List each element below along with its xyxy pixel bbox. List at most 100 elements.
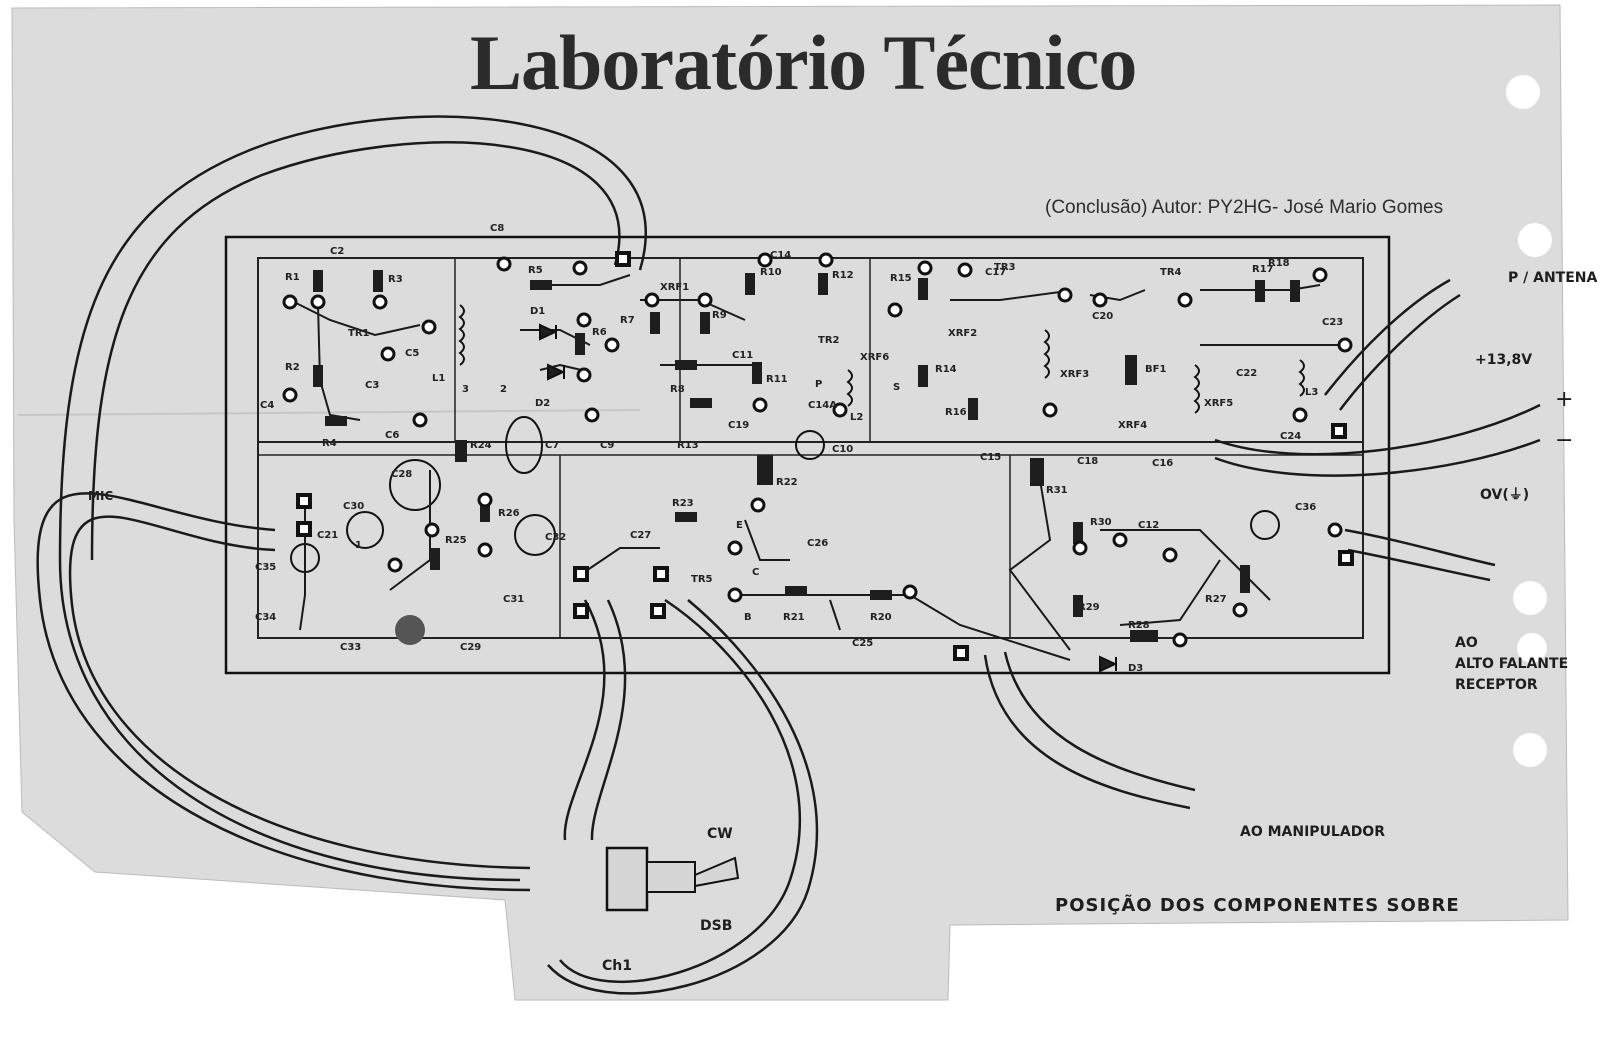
pad	[1232, 602, 1248, 618]
choke-label-xrf3: XRF3	[1060, 369, 1089, 380]
r16-resistor	[968, 398, 978, 420]
cw-cable-inner	[590, 599, 627, 841]
switch-name-label: Ch1	[602, 958, 632, 974]
resistor-label-r4: R4	[322, 438, 337, 449]
pad	[917, 260, 933, 276]
coil-label-l1: L1	[432, 373, 445, 384]
resistor-label-r24: R24	[470, 440, 492, 451]
resistor-label-r3: R3	[388, 274, 403, 285]
pad	[644, 292, 660, 308]
r3-resistor	[373, 270, 383, 292]
r26-resistor	[480, 500, 490, 522]
pad	[421, 319, 437, 335]
resistor-label-r21: R21	[783, 612, 805, 623]
transistor-label-tr4: TR4	[1160, 267, 1182, 278]
capacitor-label-c36: C36	[1295, 502, 1316, 513]
r29-resistor	[1073, 595, 1083, 617]
transistor-label-tr5: TR5	[691, 574, 713, 585]
r2-resistor	[313, 365, 323, 387]
pad	[496, 256, 512, 272]
diode-label-d3: D3	[1128, 663, 1143, 674]
resistor-label-r11: R11	[766, 374, 788, 385]
r7-resistor	[650, 312, 660, 334]
speaker-cable	[1344, 528, 1496, 567]
d1-diode	[539, 323, 558, 341]
r25-resistor	[430, 548, 440, 570]
resistor-label-r27: R27	[1205, 594, 1227, 605]
terminal	[953, 645, 969, 661]
pad	[752, 397, 768, 413]
pad	[412, 412, 428, 428]
capacitor-label-c11: C11	[732, 350, 753, 361]
pad	[957, 262, 973, 278]
r12-resistor	[818, 273, 828, 295]
r15-resistor	[918, 278, 928, 300]
c28-capacitor-body	[389, 459, 441, 511]
resistor-label-r31: R31	[1046, 485, 1068, 496]
resistor-label-r15: R15	[890, 273, 912, 284]
key-cable	[983, 654, 1191, 810]
minus-label: −	[1555, 428, 1574, 453]
resistor-label-r13: R13	[677, 440, 699, 451]
dsb-cable	[559, 598, 802, 983]
mic-cable	[36, 492, 531, 892]
resistor-label-r8: R8	[670, 384, 685, 395]
resistor-label-r7: R7	[620, 315, 635, 326]
r18-resistor	[1290, 280, 1300, 302]
r30-resistor	[1073, 522, 1083, 544]
antenna-loop-cable-inner	[90, 141, 621, 561]
capacitor-label-c14a: C14A	[808, 400, 837, 411]
pad	[1162, 547, 1178, 563]
bf1-filter	[1125, 355, 1137, 385]
antenna-label: P / ANTENA	[1508, 270, 1598, 286]
capacitor-label-c31: C31	[503, 594, 524, 605]
switch-cw-label: CW	[707, 826, 733, 842]
pad	[1172, 632, 1188, 648]
terminal	[1338, 550, 1354, 566]
r13-resistor	[690, 398, 712, 408]
l1-coil	[458, 304, 465, 366]
pad	[697, 292, 713, 308]
capacitor-label-c18: C18	[1077, 456, 1098, 467]
r14-resistor	[918, 365, 928, 387]
resistor-bodies	[313, 270, 1300, 642]
r24-resistor	[455, 440, 467, 462]
c29-capacitor-body	[395, 615, 425, 645]
resistor-label-r29: R29	[1078, 602, 1100, 613]
c7-capacitor-body	[505, 416, 543, 474]
r4-resistor	[325, 416, 347, 426]
pcb-trace	[530, 274, 631, 286]
pad	[604, 337, 620, 353]
r17-resistor	[1255, 280, 1265, 302]
binder-hole	[1518, 223, 1552, 257]
pad	[572, 260, 588, 276]
pcb-trace	[950, 291, 1061, 301]
capacitor-label-c35: C35	[255, 562, 276, 573]
switch-dsb-label: DSB	[700, 918, 733, 934]
pad	[310, 294, 326, 310]
filter-label-bf1: BF1	[1145, 364, 1166, 375]
resistor-label-r17: R17	[1252, 264, 1274, 275]
terminal	[573, 603, 589, 619]
paper-background	[11, 4, 1569, 1001]
binder-hole	[1506, 75, 1540, 109]
power-wire-plus	[1214, 403, 1541, 456]
pcb-trace	[579, 547, 660, 576]
pad	[727, 540, 743, 556]
capacitor-label-c2: C2	[330, 246, 344, 257]
board-outline	[224, 235, 1391, 675]
capacitor-label-c20: C20	[1092, 311, 1113, 322]
resistor-label-r14: R14	[935, 364, 957, 375]
capacitor-label-c8: C8	[490, 223, 504, 234]
pin-label-2: 2	[500, 384, 507, 395]
pad	[380, 346, 396, 362]
capacitor-label-c15: C15	[980, 452, 1001, 463]
transistor-label-tr3: TR3	[994, 262, 1016, 273]
pad	[1177, 292, 1193, 308]
pad	[282, 294, 298, 310]
pad	[424, 522, 440, 538]
antenna-cable	[1339, 293, 1461, 411]
choke-label-xrf4: XRF4	[1118, 420, 1147, 431]
pad	[1042, 402, 1058, 418]
diode-label-d2: D2	[535, 398, 550, 409]
